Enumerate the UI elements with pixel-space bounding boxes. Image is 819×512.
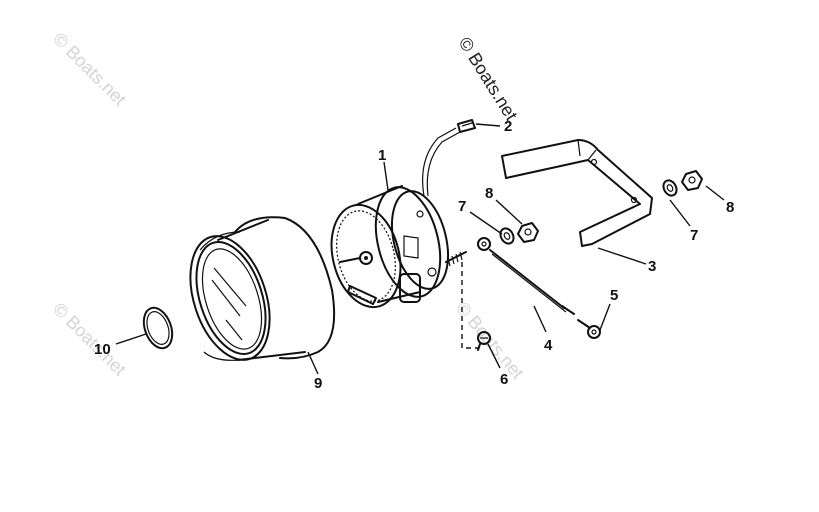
- callout-part-2: 2: [504, 118, 512, 135]
- ring-terminal-part: [577, 319, 601, 339]
- callout-part-9: 9: [314, 375, 322, 392]
- callout-part-10: 10: [94, 341, 111, 358]
- o-ring-part: [142, 306, 174, 350]
- ground-wire-part: [477, 237, 575, 315]
- callout-part-8-right: 8: [726, 199, 734, 216]
- gauge-housing-part: [189, 216, 336, 361]
- callout-part-6: 6: [500, 371, 508, 388]
- hex-nut-right-part: [681, 170, 703, 191]
- hex-nut-left-part: [517, 222, 539, 243]
- lock-washer-right-part: [662, 179, 678, 197]
- lock-washer-left-part: [499, 227, 515, 245]
- callout-part-3: 3: [648, 258, 656, 275]
- watermark-top-left: © Boats.net: [49, 29, 130, 110]
- terminal-connector-part: [457, 119, 476, 133]
- callout-part-7-left: 7: [458, 198, 466, 215]
- callout-part-1: 1: [378, 147, 386, 164]
- callout-part-7-right: 7: [690, 227, 698, 244]
- screw-part: [477, 331, 491, 351]
- watermark-top-center: © Boats.net: [455, 34, 522, 125]
- leader-lines: [115, 123, 725, 375]
- watermark-bottom-left: © Boats.net: [49, 299, 130, 380]
- gauge-mechanism-part: [330, 127, 467, 309]
- callout-part-4: 4: [544, 337, 553, 354]
- mounting-bracket-part: [501, 139, 653, 247]
- callout-part-8-left: 8: [485, 185, 493, 202]
- callout-part-5: 5: [610, 287, 618, 304]
